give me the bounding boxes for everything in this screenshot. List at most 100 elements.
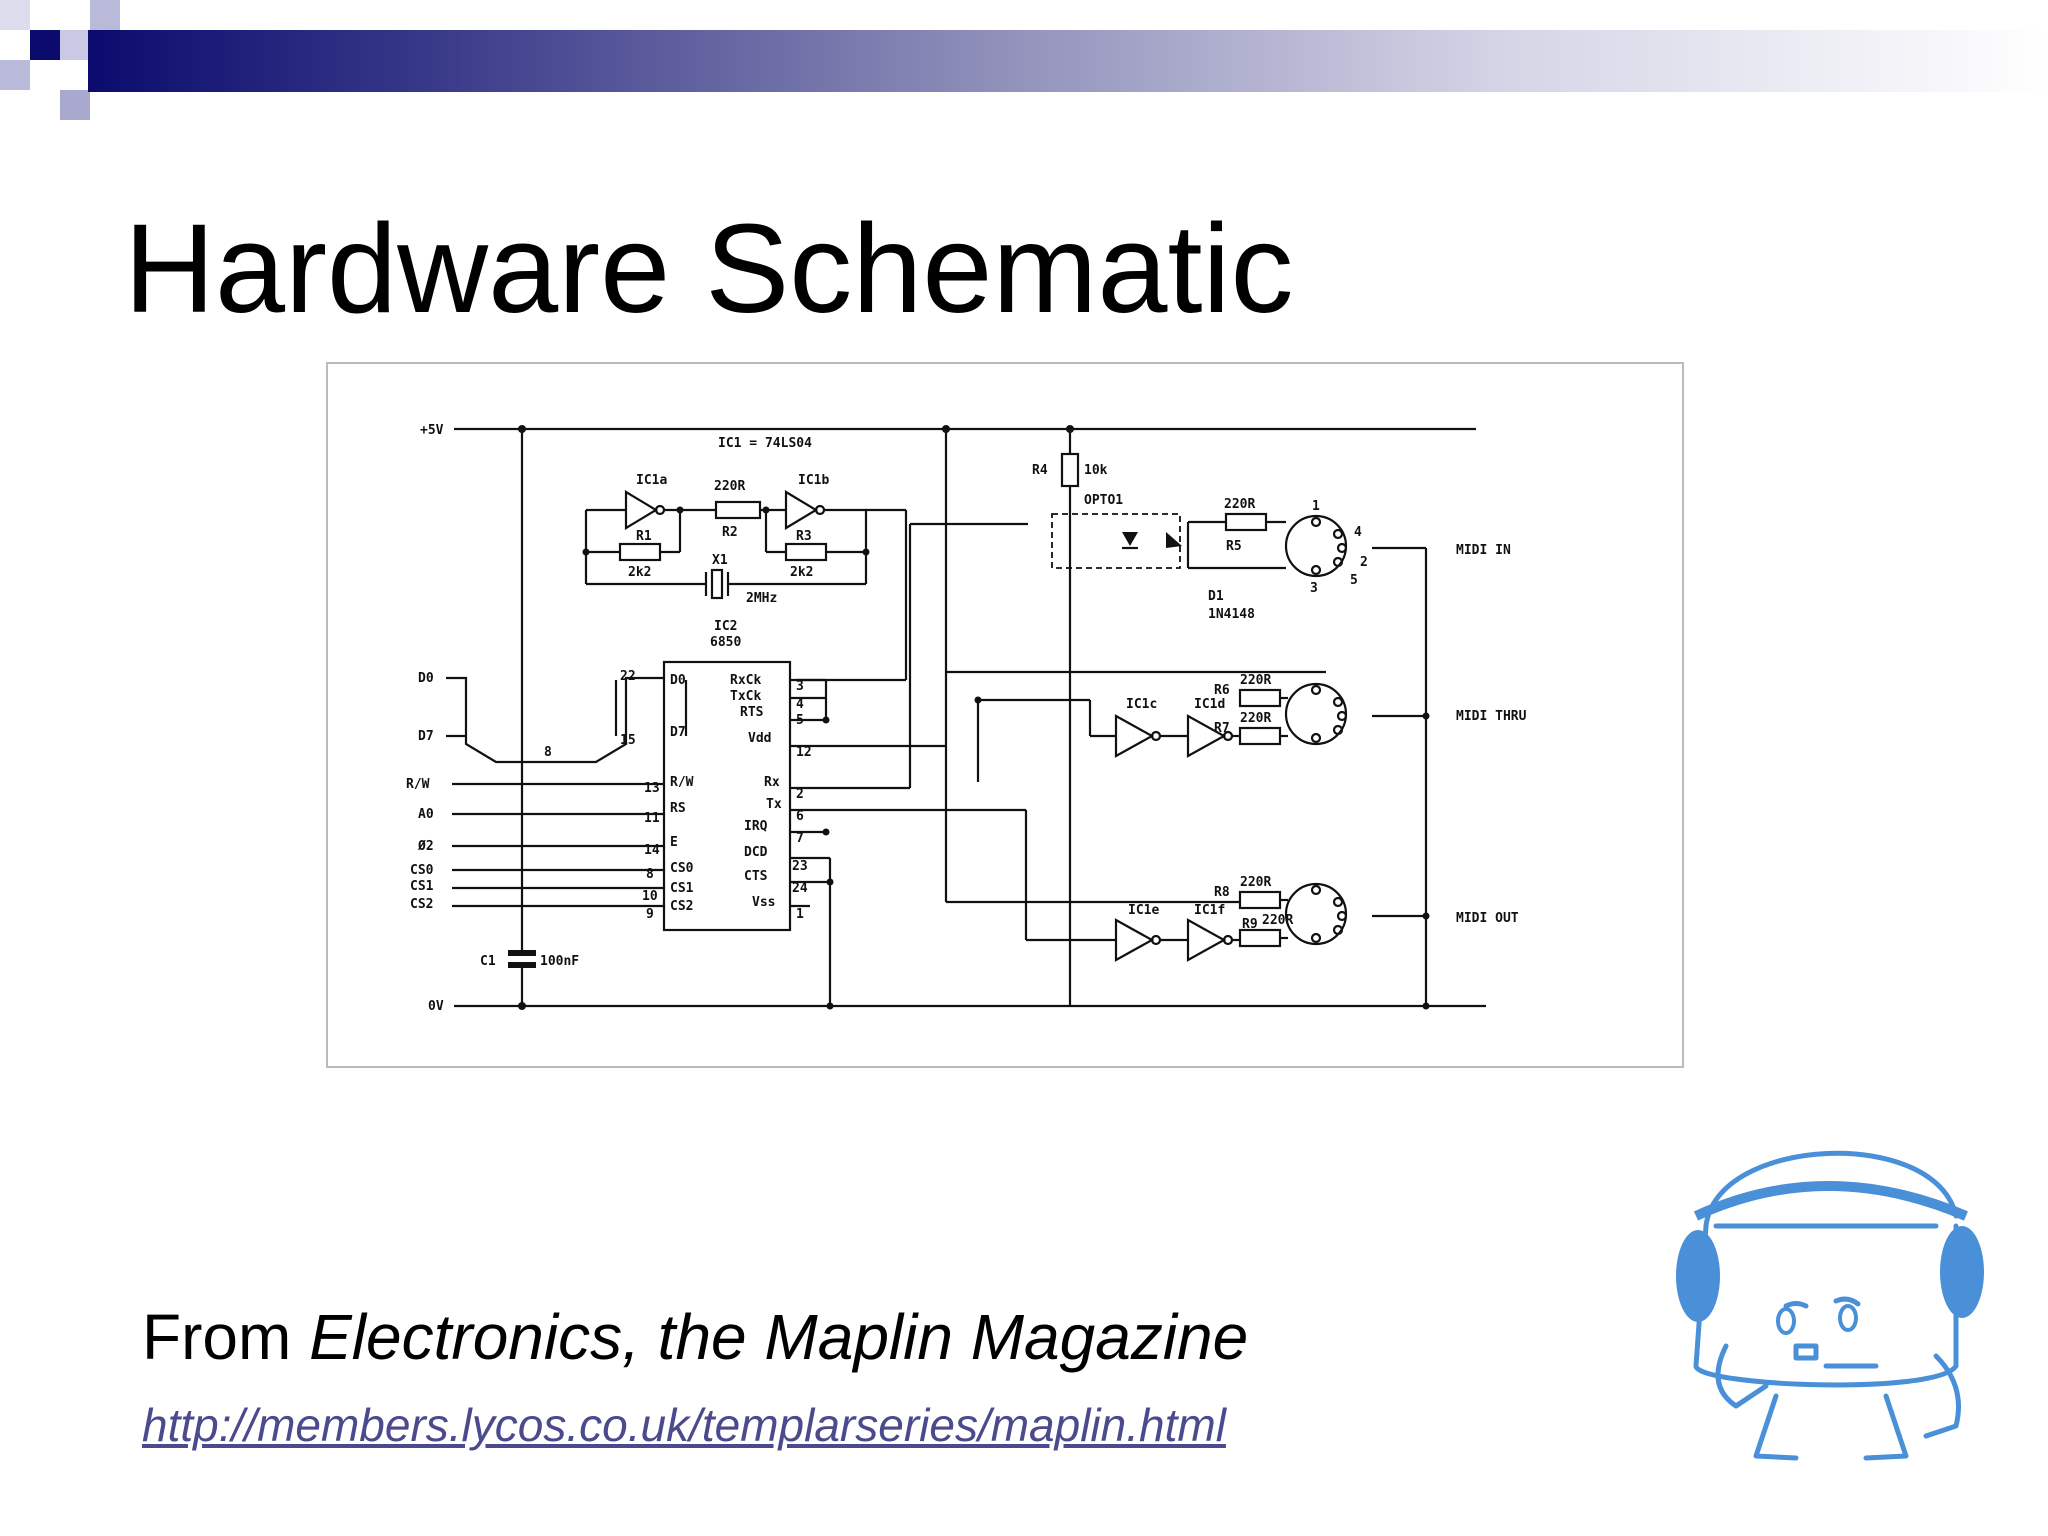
svg-text:D7: D7: [670, 725, 686, 740]
svg-text:D0: D0: [670, 673, 686, 688]
svg-text:IRQ: IRQ: [744, 819, 768, 834]
svg-text:Ø2: Ø2: [417, 839, 434, 854]
ic2-part: 6850: [710, 635, 741, 650]
svg-text:TxCk: TxCk: [730, 689, 761, 704]
svg-text:4: 4: [796, 697, 804, 712]
svg-text:4: 4: [1354, 525, 1362, 540]
svg-text:CS0: CS0: [410, 863, 434, 878]
svg-text:12: 12: [796, 745, 812, 760]
din-connector-in: [1284, 514, 1348, 578]
opto-label: OPTO1: [1084, 493, 1123, 508]
svg-text:R/W: R/W: [670, 775, 694, 790]
svg-text:CS2: CS2: [670, 899, 693, 914]
svg-text:D0: D0: [418, 671, 434, 686]
svg-text:R6: R6: [1214, 683, 1230, 698]
svg-text:5: 5: [1350, 573, 1358, 588]
acia-chip: [662, 660, 792, 932]
svg-text:3: 3: [1310, 581, 1318, 596]
r5-value: 220R: [1224, 497, 1255, 512]
svg-text:Rx: Rx: [764, 775, 780, 790]
svg-text:R8: R8: [1214, 885, 1230, 900]
svg-text:2: 2: [796, 787, 804, 802]
d1-label: D1: [1208, 589, 1224, 604]
svg-text:3: 3: [796, 679, 804, 694]
source-caption: From Electronics, the Maplin Magazine: [142, 1300, 1248, 1374]
svg-text:2: 2: [1360, 555, 1368, 570]
bus-inputs: D0 D7 R/W A0 Ø2 CS0 CS1 CS2: [406, 671, 434, 912]
svg-text:RxCk: RxCk: [730, 673, 761, 688]
svg-text:DCD: DCD: [744, 845, 768, 860]
slide-title: Hardware Schematic: [124, 198, 1294, 339]
svg-text:23: 23: [792, 859, 808, 874]
ic1f-label: IC1f: [1194, 903, 1225, 918]
svg-text:220R: 220R: [1240, 673, 1271, 688]
ic1c-label: IC1c: [1126, 697, 1157, 712]
midi-out-label: MIDI OUT: [1456, 911, 1519, 926]
ic-note: IC1 = 74LS04: [718, 436, 812, 451]
svg-text:R/W: R/W: [406, 777, 430, 792]
svg-text:RS: RS: [670, 801, 686, 816]
title-banner: [88, 30, 2048, 92]
svg-text:220R: 220R: [1240, 875, 1271, 890]
r3-value: 2k2: [790, 565, 813, 580]
corner-square-light: [90, 0, 120, 30]
svg-text:22: 22: [620, 669, 636, 684]
din-connector-out: [1284, 882, 1348, 946]
r2-label: R2: [722, 525, 738, 540]
c1-label: C1: [480, 954, 496, 969]
svg-text:10: 10: [642, 889, 658, 904]
ic1d-label: IC1d: [1194, 697, 1225, 712]
svg-text:7: 7: [796, 831, 804, 846]
r2-value: 220R: [714, 479, 745, 494]
headphones-computer-mascot-icon: [1676, 1150, 1984, 1461]
caption-source: Electronics, the Maplin Magazine: [309, 1301, 1249, 1373]
corner-square-dark: [30, 30, 60, 60]
svg-text:1: 1: [796, 907, 804, 922]
svg-text:Tx: Tx: [766, 797, 782, 812]
corner-square-light: [60, 30, 90, 60]
svg-text:24: 24: [792, 881, 808, 896]
r1-label: R1: [636, 529, 652, 544]
corner-square-light: [0, 60, 30, 90]
svg-text:9: 9: [646, 907, 654, 922]
corner-square-light: [0, 0, 30, 30]
svg-text:D7: D7: [418, 729, 434, 744]
midi-in-label: MIDI IN: [1456, 543, 1511, 558]
svg-text:E: E: [670, 835, 678, 850]
vcc-rail-label: +5V: [420, 423, 444, 438]
svg-text:8: 8: [646, 867, 654, 882]
d1-part: 1N4148: [1208, 607, 1255, 622]
svg-text:Vss: Vss: [752, 895, 775, 910]
capacitor-plate: [508, 962, 536, 968]
midi-thru-label: MIDI THRU: [1456, 709, 1527, 724]
x1-label: X1: [712, 553, 728, 568]
x1-value: 2MHz: [746, 591, 777, 606]
r5-label: R5: [1226, 539, 1242, 554]
ic1e-label: IC1e: [1128, 903, 1159, 918]
svg-text:R7: R7: [1214, 721, 1230, 736]
source-link[interactable]: http://members.lycos.co.uk/templarseries…: [142, 1399, 1226, 1451]
svg-text:CS1: CS1: [670, 881, 694, 896]
svg-text:R9: R9: [1242, 917, 1258, 932]
ic1a-label: IC1a: [636, 473, 667, 488]
hardware-schematic-diagram: +5V 0V C1 100nF IC1 = 74LS04 IC1a IC1b 2…: [326, 362, 1684, 1068]
r4-value: 10k: [1084, 463, 1108, 478]
svg-text:1: 1: [1312, 499, 1320, 514]
caption-prefix: From: [142, 1301, 310, 1373]
svg-text:RTS: RTS: [740, 705, 764, 720]
r3-label: R3: [796, 529, 812, 544]
bus-width-label: 8: [544, 745, 552, 760]
crystal: [710, 568, 724, 600]
svg-text:A0: A0: [418, 807, 434, 822]
svg-text:CTS: CTS: [744, 869, 768, 884]
r1-value: 2k2: [628, 565, 651, 580]
gnd-rail-label: 0V: [428, 999, 444, 1014]
capacitor-plate: [508, 950, 536, 956]
r4-label: R4: [1032, 463, 1048, 478]
svg-text:CS1: CS1: [410, 879, 434, 894]
din-connector-thru: [1284, 682, 1348, 746]
c1-value: 100nF: [540, 954, 579, 969]
ic1b-label: IC1b: [798, 473, 829, 488]
ic2-label: IC2: [714, 619, 737, 634]
